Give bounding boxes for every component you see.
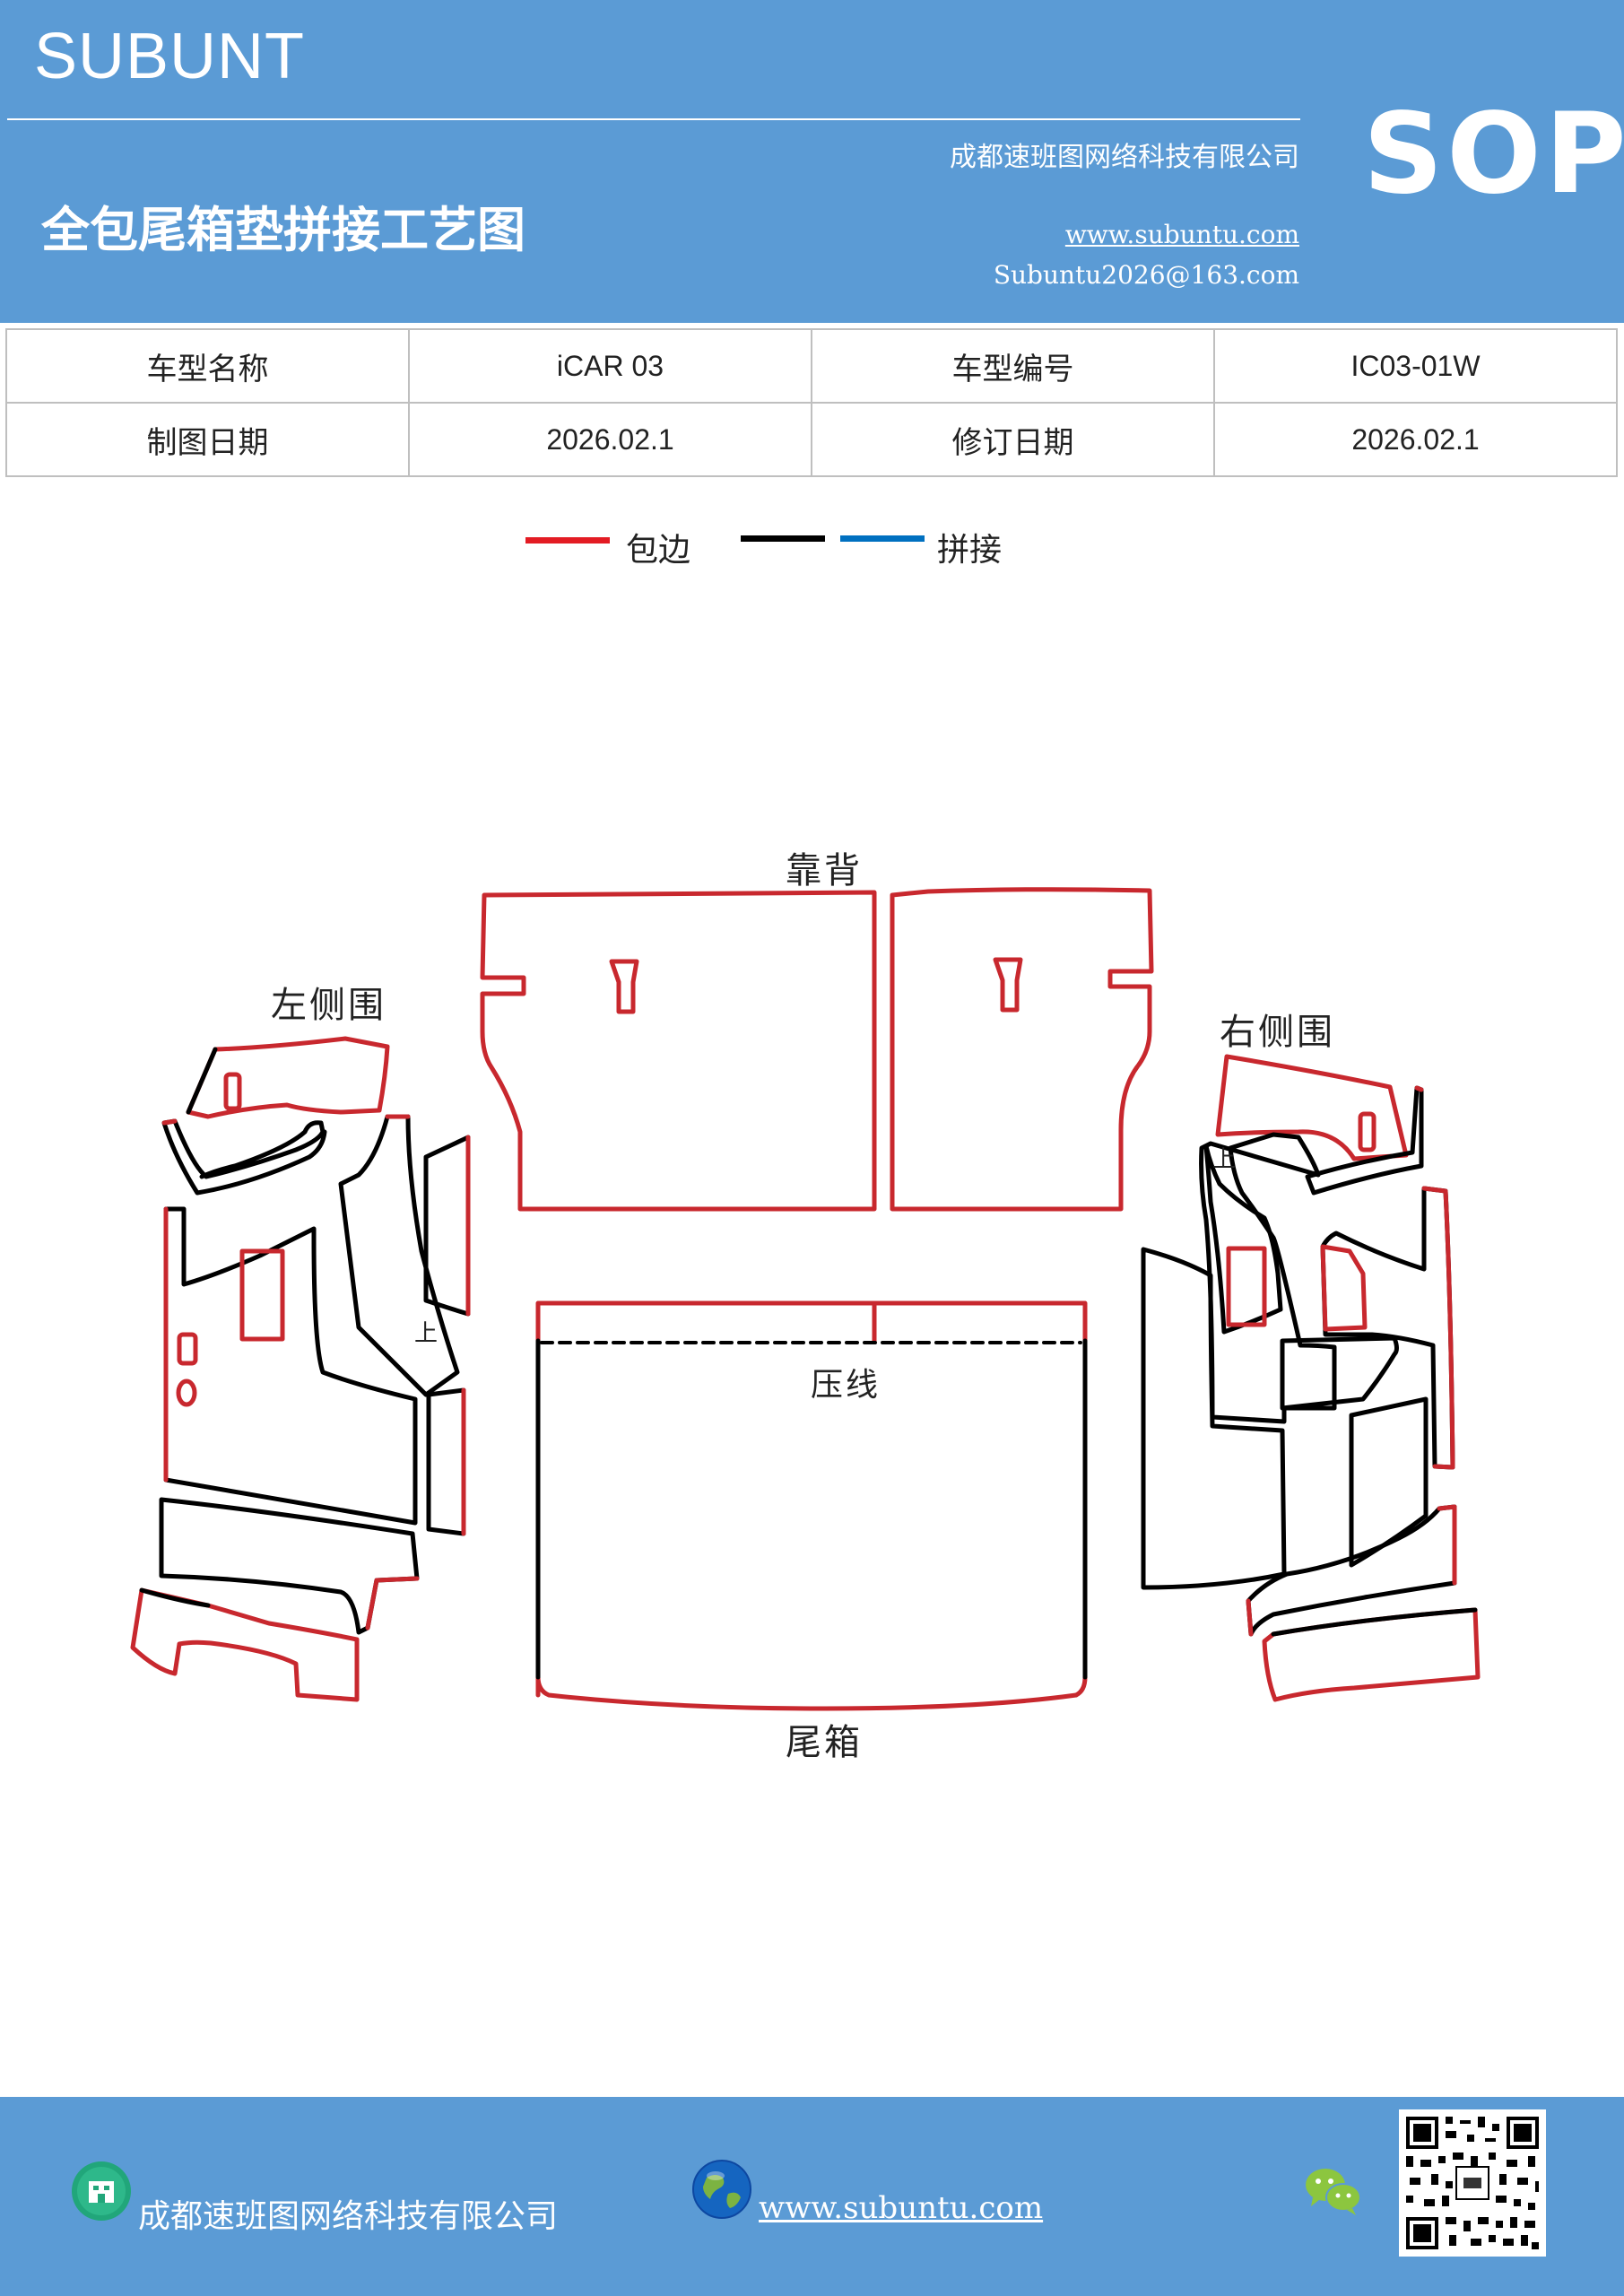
right-side-lower-rect bbox=[1280, 1335, 1399, 1411]
crease-label: 压线 bbox=[811, 1367, 881, 1404]
model-code-value: IC03-01W bbox=[1213, 328, 1618, 404]
left-side-strip-red bbox=[161, 1118, 178, 1126]
right-side-window-1 bbox=[1226, 1246, 1267, 1327]
right-side-middle-panel bbox=[1199, 1132, 1337, 1424]
left-side-bottom-strip bbox=[159, 1497, 420, 1635]
legend-edge-line-red bbox=[525, 537, 610, 544]
right-side-strip bbox=[1305, 1085, 1424, 1196]
table-row: 车型名称 iCAR 03 车型编号 IC03-01W bbox=[5, 328, 1618, 404]
page-title: 全包尾箱垫拼接工艺图 bbox=[41, 202, 525, 258]
left-side-window-1 bbox=[239, 1248, 285, 1342]
left-side-vertical-panel bbox=[338, 1114, 460, 1397]
footer-company-name: 成都速班图网络科技有限公司 bbox=[138, 2198, 559, 2235]
backrest-right-slot bbox=[993, 957, 1023, 1013]
sop-badge: SOP bbox=[1363, 90, 1624, 219]
right-side-vertical-panel bbox=[1203, 1144, 1283, 1335]
backrest-label: 靠背 bbox=[786, 850, 863, 891]
left-side-top-piece-edge bbox=[186, 1047, 218, 1115]
backrest-left-slot bbox=[609, 959, 639, 1014]
email-address: Subuntu2026@163.com bbox=[993, 260, 1299, 290]
legend-seam-line-black bbox=[741, 535, 825, 542]
left-up-mark: 上 bbox=[414, 1320, 439, 1347]
right-side-label: 右侧围 bbox=[1220, 1012, 1335, 1053]
legend-edge-label: 包边 bbox=[626, 532, 691, 569]
left-side-strip bbox=[161, 1118, 327, 1196]
right-side-slot-1 bbox=[1358, 1111, 1376, 1152]
left-side-bottom-strip-red bbox=[365, 1576, 420, 1631]
legend-seam-label: 拼接 bbox=[937, 532, 1003, 569]
right-side-bottom-piece-seam bbox=[1271, 1607, 1478, 1637]
right-side-lower-strip-red bbox=[1246, 1504, 1457, 1637]
right-side-window-2 bbox=[1320, 1244, 1368, 1332]
right-side-strip-red bbox=[1414, 1085, 1424, 1092]
left-side-lower-panel bbox=[426, 1387, 466, 1536]
right-side-inner-panel bbox=[1349, 1396, 1429, 1568]
right-side-rear-panel-red bbox=[1421, 1186, 1455, 1470]
header-banner: SUBUNT 成都速班图网络科技有限公司 全包尾箱垫拼接工艺图 www.subu… bbox=[0, 0, 1624, 323]
qr-code-icon bbox=[1399, 2109, 1546, 2257]
right-side-top-piece bbox=[1215, 1054, 1409, 1161]
right-side-bottom-piece bbox=[1262, 1607, 1481, 1702]
left-side-bottom-piece-seam bbox=[139, 1587, 211, 1608]
model-name-value: iCAR 03 bbox=[408, 328, 812, 404]
globe-icon bbox=[692, 2160, 751, 2219]
wechat-icon[interactable] bbox=[1304, 2165, 1363, 2217]
left-side-slot-1 bbox=[223, 1072, 242, 1111]
right-up-mark: 上 bbox=[1212, 1146, 1237, 1173]
company-name: 成都速班图网络科技有限公司 bbox=[950, 142, 1299, 173]
header-divider bbox=[7, 118, 1300, 120]
right-side-front-panel bbox=[1141, 1247, 1287, 1590]
backrest-left-panel bbox=[480, 890, 877, 1212]
draw-date-value: 2026.02.1 bbox=[408, 402, 812, 477]
draw-date-label: 制图日期 bbox=[5, 402, 410, 477]
legend-seam-line-blue bbox=[840, 535, 925, 542]
footer-website-link[interactable]: www.subuntu.com bbox=[759, 2190, 1044, 2226]
left-side-top-piece bbox=[186, 1036, 390, 1119]
left-side-hole bbox=[176, 1378, 197, 1407]
table-row: 制图日期 2026.02.1 修订日期 2026.02.1 bbox=[5, 402, 1618, 477]
left-side-slot-2 bbox=[177, 1332, 198, 1366]
left-side-main-panel bbox=[163, 1206, 418, 1526]
qr-code bbox=[1399, 2109, 1546, 2257]
revision-date-label: 修订日期 bbox=[811, 402, 1215, 477]
trunk-floor-bottom-edge bbox=[535, 1674, 1079, 1711]
backrest-right-panel bbox=[890, 887, 1154, 1212]
vehicle-info-table: 车型名称 iCAR 03 车型编号 IC03-01W 制图日期 2026.02.… bbox=[5, 328, 1618, 477]
left-side-bottom-piece bbox=[130, 1587, 360, 1702]
model-name-label: 车型名称 bbox=[5, 328, 410, 404]
website-link[interactable]: www.subuntu.com bbox=[1064, 220, 1299, 249]
revision-date-value: 2026.02.1 bbox=[1213, 402, 1618, 477]
model-code-label: 车型编号 bbox=[811, 328, 1215, 404]
left-side-label: 左侧围 bbox=[271, 985, 386, 1026]
trunk-label: 尾箱 bbox=[786, 1722, 863, 1763]
brand-logo-text: SUBUNT bbox=[34, 21, 306, 92]
building-icon bbox=[72, 2161, 131, 2221]
